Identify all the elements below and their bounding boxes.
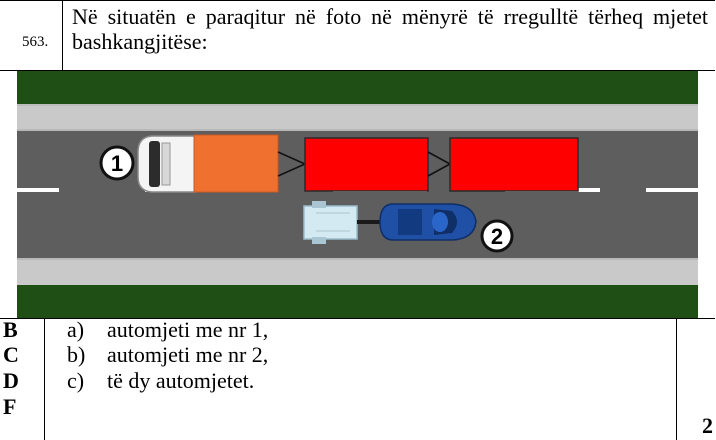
answer-letter: B bbox=[3, 317, 18, 342]
vehicle-1-label: 1 bbox=[99, 145, 135, 181]
svg-text:1: 1 bbox=[111, 151, 123, 176]
image-row: 1 2 bbox=[0, 71, 715, 319]
svg-text:2: 2 bbox=[491, 224, 503, 249]
vehicle-2-label: 2 bbox=[480, 219, 514, 253]
answers-row: B C D F a) automjeti me nr 1, b) automjeti… bbox=[0, 317, 715, 440]
points-column-divider bbox=[676, 319, 677, 440]
curb-top bbox=[17, 104, 698, 131]
traffic-situation-figure: 1 2 bbox=[17, 71, 698, 318]
truck-cargo-box bbox=[193, 134, 279, 193]
question-number: 563. bbox=[22, 34, 49, 50]
question-row: 563. Në situatën e paraqitur në foto në … bbox=[0, 0, 715, 71]
trailer-1 bbox=[304, 137, 429, 192]
answer-letter: C bbox=[3, 342, 19, 367]
option-text: automjeti me nr 2, bbox=[107, 342, 269, 367]
option-text: automjeti me nr 1, bbox=[107, 317, 269, 342]
letter-column-divider bbox=[44, 319, 45, 440]
small-trailer bbox=[303, 205, 358, 240]
option-text: të dy automjetet. bbox=[107, 368, 255, 393]
grass-strip-bottom bbox=[17, 285, 698, 318]
answer-letter: F bbox=[3, 394, 17, 419]
question-number-cell: 563. bbox=[0, 0, 63, 70]
curb-bottom bbox=[17, 258, 698, 285]
question-text: Në situatën e paraqitur në foto në mënyr… bbox=[72, 4, 708, 54]
option-marker: c) bbox=[67, 368, 85, 393]
answer-option-a[interactable]: a) automjeti me nr 1, bbox=[67, 317, 268, 343]
trailer-2 bbox=[449, 137, 579, 192]
answer-option-c[interactable]: c) të dy automjetet. bbox=[67, 368, 254, 394]
vehicle-2-car bbox=[303, 201, 477, 244]
vehicle-1-truck bbox=[137, 134, 579, 193]
grass-strip-top bbox=[17, 71, 698, 104]
answer-option-b[interactable]: b) automjeti me nr 2, bbox=[67, 342, 268, 368]
option-marker: b) bbox=[67, 342, 86, 367]
answer-letter: D bbox=[3, 368, 19, 393]
option-marker: a) bbox=[67, 317, 85, 342]
points-value: 2 bbox=[702, 413, 713, 438]
